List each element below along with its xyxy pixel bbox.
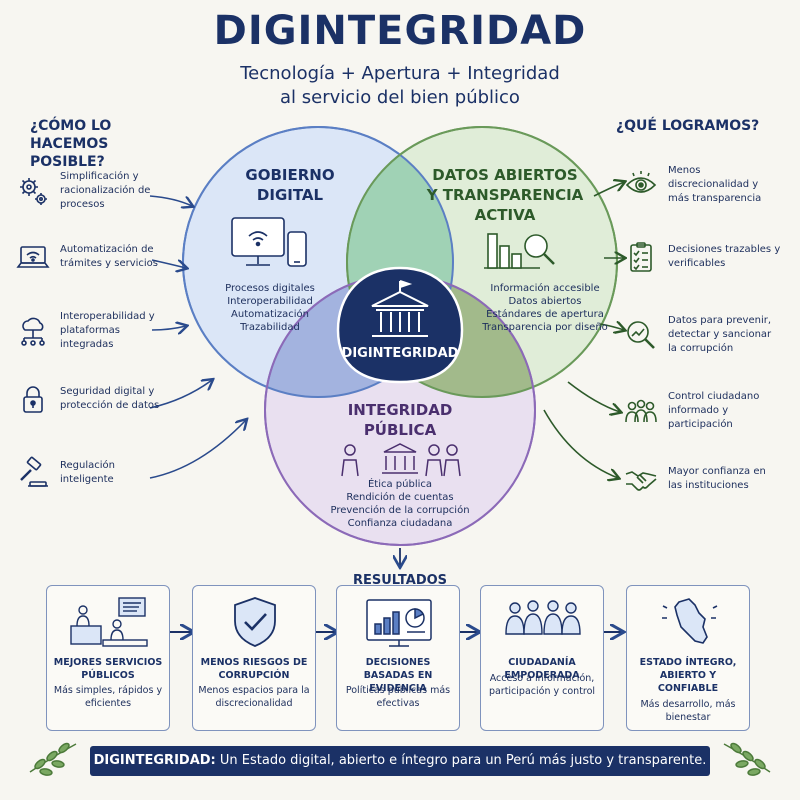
gavel-icon xyxy=(20,456,48,487)
result-desc: Menos espacios para la discrecionalidad xyxy=(198,685,310,709)
list-item: Estándares de apertura xyxy=(486,309,604,320)
datos-abiertos-title-line-3: ACTIVA xyxy=(474,206,536,224)
people-building-icon xyxy=(341,443,461,477)
left-item-text: Seguridad digital y protección de datos xyxy=(60,386,160,411)
datos-abiertos-title: DATOS ABIERTOS Y TRANSPARENCIA ACTIVA xyxy=(420,165,590,225)
shield-check-icon xyxy=(234,597,276,647)
devices-icon xyxy=(231,217,307,267)
result-box-riesgos: MENOS RIESGOS DE CORRUPCIÓN Menos espaci… xyxy=(192,585,316,731)
peru-map-icon xyxy=(662,598,718,644)
right-panel-heading: ¿QUÉ LOGRAMOS? xyxy=(616,118,760,134)
result-box-ciudadania: CIUDADANÍA EMPODERADA Acceso a informaci… xyxy=(480,585,604,731)
result-box-decisiones: DECISIONES BASADAS EN EVIDENCIA Política… xyxy=(336,585,460,731)
list-item: Automatización xyxy=(231,309,309,320)
result-box-servicios: MEJORES SERVICIOS PÚBLICOS Más simples, … xyxy=(46,585,170,731)
overlap-green-purple xyxy=(347,275,535,397)
gobierno-digital-title-line-2: DIGITAL xyxy=(256,186,324,204)
left-item-text: Regulación inteligente xyxy=(60,460,115,485)
subtitle-line-2: al servicio del bien público xyxy=(280,87,520,108)
checklist-icon xyxy=(630,242,652,272)
result-title: ESTADO ÍNTEGRO, ABIERTO Y CONFIABLE xyxy=(639,657,737,694)
eye-icon xyxy=(625,171,657,193)
padlock-icon xyxy=(23,386,43,413)
result-title: DECISIONES BASADAS EN EVIDENCIA xyxy=(363,657,433,694)
datos-abiertos-title-line-1: DATOS ABIERTOS xyxy=(432,166,578,184)
right-item-transparencia: Menos discrecionalidad y más transparenc… xyxy=(624,164,796,206)
datos-abiertos-list: Información accesible Datos abiertos Est… xyxy=(480,282,610,334)
citizens-icon xyxy=(505,600,581,635)
left-item-regulacion: Regulación inteligente xyxy=(16,456,186,490)
integridad-publica-title: INTEGRIDAD PÚBLICA xyxy=(330,400,470,440)
footer-brand: DIGINTEGRIDAD: xyxy=(93,753,216,768)
left-item-automatizacion: Automatización de trámites y servicios xyxy=(16,240,186,274)
left-arrows xyxy=(149,195,246,479)
subtitle-line-1: Tecnología + Apertura + Integridad xyxy=(240,63,560,84)
list-item: Datos abiertos xyxy=(508,296,582,307)
right-item-text: Datos para prevenir, detectar y sanciona… xyxy=(668,315,772,354)
gobierno-digital-title: GOBIERNO DIGITAL xyxy=(230,165,350,205)
left-laurel-icon xyxy=(29,742,77,776)
public-service-icon xyxy=(70,597,148,647)
result-desc: Políticas públicas más efectivas xyxy=(345,685,451,709)
gobierno-digital-title-line-1: GOBIERNO xyxy=(245,166,335,184)
gobierno-digital-list: Procesos digitales Interoperabilidad Aut… xyxy=(205,282,335,334)
cloud-network-icon xyxy=(21,317,45,346)
list-item: Información accesible xyxy=(490,283,600,294)
gears-icon xyxy=(20,178,47,205)
laptop-wifi-icon xyxy=(16,246,50,268)
result-desc: Más simples, rápidos y eficientes xyxy=(53,685,163,709)
list-item: Interoperabilidad xyxy=(227,296,313,307)
left-item-interoperabilidad: Interoperabilidad y plataformas integrad… xyxy=(16,310,186,352)
integridad-publica-title-line-2: PÚBLICA xyxy=(363,421,437,439)
results-title: RESULTADOS xyxy=(352,573,448,588)
result-title: CIUDADANÍA EMPODERADA xyxy=(504,657,580,681)
footer-text: Un Estado digital, abierto e íntegro par… xyxy=(215,753,707,768)
left-panel-heading: ¿CÓMO LO HACEMOS POSIBLE? xyxy=(30,117,180,171)
right-item-text: Mayor confianza en las instituciones xyxy=(668,466,766,491)
handshake-icon xyxy=(625,471,657,491)
people-icon xyxy=(625,399,657,423)
right-item-text: Control ciudadano informado y participac… xyxy=(668,391,760,430)
left-item-text: Interoperabilidad y plataformas integrad… xyxy=(60,311,155,350)
right-item-decisiones: Decisiones trazables y verificables xyxy=(624,240,796,274)
left-item-seguridad: Seguridad digital y protección de datos xyxy=(16,382,186,416)
page-subtitle: Tecnología + Apertura + Integridad al se… xyxy=(150,62,650,110)
list-item: Transparencia por diseño xyxy=(482,322,608,333)
right-arrows xyxy=(543,182,624,478)
datos-abiertos-title-line-2: Y TRANSPARENCIA xyxy=(426,186,584,204)
right-item-datos-prevenir: Datos para prevenir, detectar y sanciona… xyxy=(624,314,796,356)
list-item: Rendición de cuentas xyxy=(346,492,454,503)
left-item-text: Simplificación y racionalización de proc… xyxy=(60,171,151,210)
dashboard-icon xyxy=(366,599,432,647)
list-item: Ética pública xyxy=(367,479,433,490)
government-building-icon xyxy=(371,280,429,337)
right-laurel-icon xyxy=(723,742,771,776)
footer-banner: DIGINTEGRIDAD: Un Estado digital, abiert… xyxy=(90,746,710,776)
overlap-blue-purple xyxy=(265,275,453,397)
result-box-estado: ESTADO ÍNTEGRO, ABIERTO Y CONFIABLE Más … xyxy=(626,585,750,731)
list-item: Confianza ciudadana xyxy=(347,518,453,529)
page-title: DIGINTEGRIDAD xyxy=(213,8,587,54)
result-desc: Acceso a información, participación y co… xyxy=(488,673,596,697)
left-heading-line-2: HACEMOS POSIBLE? xyxy=(30,136,109,170)
bar-chart-magnifier-icon xyxy=(484,233,555,269)
right-item-text: Decisiones trazables y verificables xyxy=(668,244,781,269)
list-item: Trazabilidad xyxy=(240,322,300,333)
right-item-text: Menos discrecionalidad y más transparenc… xyxy=(668,165,762,204)
list-item: Procesos digitales xyxy=(225,283,315,294)
result-title: MENOS RIESGOS DE CORRUPCIÓN xyxy=(200,657,308,681)
result-title: MEJORES SERVICIOS PÚBLICOS xyxy=(53,657,163,681)
right-item-confianza: Mayor confianza en las instituciones xyxy=(624,462,796,496)
integridad-publica-title-line-1: INTEGRIDAD xyxy=(347,401,453,419)
center-label: DIGINTEGRIDAD xyxy=(341,346,459,361)
list-item: Prevención de la corrupción xyxy=(330,505,470,516)
integridad-publica-list: Ética pública Rendición de cuentas Preve… xyxy=(330,478,470,530)
magnifier-chart-icon xyxy=(627,321,655,349)
right-item-control-ciudadano: Control ciudadano informado y participac… xyxy=(624,390,796,432)
result-desc: Más desarrollo, más bienestar xyxy=(640,699,736,723)
left-item-procesos: Simplificación y racionalización de proc… xyxy=(16,170,186,212)
left-heading-line-1: ¿CÓMO LO xyxy=(30,118,112,134)
left-item-text: Automatización de trámites y servicios xyxy=(60,244,159,269)
